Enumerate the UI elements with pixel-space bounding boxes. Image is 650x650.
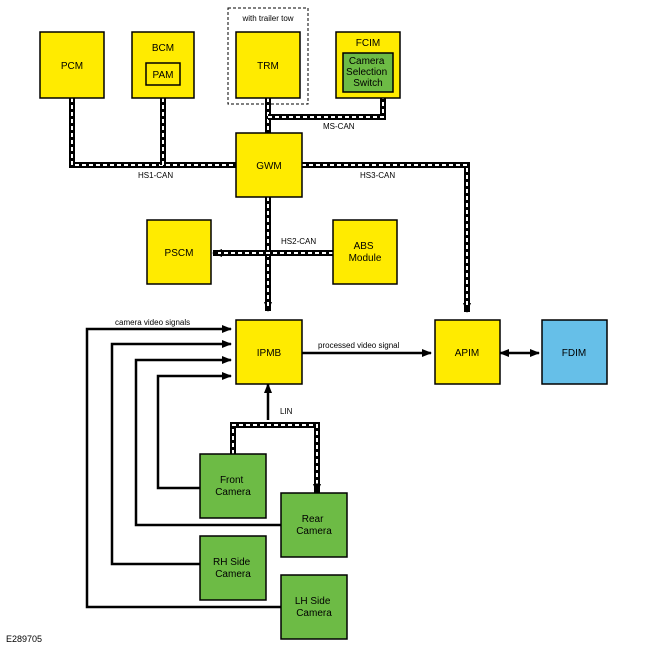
pcm-label: PCM bbox=[61, 61, 83, 72]
trm-module: with trailer tow TRM bbox=[227, 7, 309, 105]
ms-can-label: MS-CAN bbox=[323, 122, 355, 131]
rh-camera-label: RH Side Camera bbox=[213, 557, 253, 580]
fdim-box bbox=[541, 319, 608, 385]
rh-camera-box bbox=[199, 535, 267, 601]
bus-lines bbox=[69, 98, 471, 494]
rear-camera-video-line bbox=[134, 356, 281, 527]
ipmb-box bbox=[235, 319, 303, 385]
ipmb-label: IPMB bbox=[257, 348, 282, 359]
hs3-can-bus bbox=[302, 162, 471, 313]
apim-box bbox=[434, 319, 501, 385]
gwm-box bbox=[235, 132, 303, 198]
trm-label: TRM bbox=[257, 61, 279, 72]
bcm-module: BCM PAM bbox=[131, 31, 195, 99]
pscm-box bbox=[146, 219, 212, 285]
rh-camera-module: RH Side Camera bbox=[199, 535, 267, 601]
signal-lines bbox=[85, 325, 540, 609]
lh-camera-label: LH Side Camera bbox=[295, 596, 333, 619]
fcim-label: FCIM bbox=[356, 38, 380, 49]
rh-camera-video-line bbox=[110, 340, 232, 566]
trm-box bbox=[235, 31, 301, 99]
hs3-can-label: HS3-CAN bbox=[360, 171, 395, 180]
abs-box bbox=[332, 219, 398, 285]
fdim-label: FDIM bbox=[562, 348, 586, 359]
camera-switch-box bbox=[342, 52, 394, 93]
lh-camera-video-line bbox=[85, 325, 281, 609]
lin-bus bbox=[230, 383, 321, 494]
lin-label: LIN bbox=[280, 407, 293, 416]
camera-switch-label: Camera Selection Switch bbox=[346, 56, 390, 89]
lh-camera-box bbox=[280, 574, 348, 640]
fcim-module: FCIM Camera Selection Switch bbox=[335, 31, 401, 99]
hs2-can-label: HS2-CAN bbox=[281, 237, 316, 246]
rear-camera-module: Rear Camera bbox=[280, 492, 348, 558]
apim-module: APIM bbox=[434, 319, 501, 385]
pscm-label: PSCM bbox=[165, 248, 194, 259]
bcm-label: BCM bbox=[152, 43, 174, 54]
rear-camera-box bbox=[280, 492, 348, 558]
reference-code: E289705 bbox=[6, 634, 42, 644]
front-camera-video-line bbox=[156, 372, 232, 490]
trailer-tow-note: with trailer tow bbox=[241, 14, 293, 23]
hs1-can-label: HS1-CAN bbox=[138, 171, 173, 180]
pcm-module: PCM bbox=[39, 31, 105, 99]
hs2-can-bus bbox=[212, 197, 333, 312]
pscm-module: PSCM bbox=[146, 219, 212, 285]
pcm-box bbox=[39, 31, 105, 99]
trailer-tow-dashed-box bbox=[227, 7, 309, 105]
pam-box bbox=[145, 62, 181, 86]
processed-video-signal-label: processed video signal bbox=[318, 341, 400, 350]
hs1-can-bus bbox=[69, 98, 240, 168]
front-camera-box bbox=[199, 453, 267, 519]
pam-label: PAM bbox=[153, 70, 174, 81]
rear-camera-label: Rear Camera bbox=[296, 514, 332, 537]
front-camera-module: Front Camera bbox=[199, 453, 267, 519]
abs-label: ABS Module bbox=[349, 241, 382, 264]
apim-label: APIM bbox=[455, 348, 479, 359]
gwm-label: GWM bbox=[256, 161, 282, 172]
gwm-module: GWM bbox=[235, 132, 303, 198]
fdim-module: FDIM bbox=[541, 319, 608, 385]
lh-camera-module: LH Side Camera bbox=[280, 574, 348, 640]
front-camera-label: Front Camera bbox=[215, 475, 251, 498]
ipmb-module: IPMB bbox=[235, 319, 303, 385]
camera-video-signals-label: camera video signals bbox=[115, 318, 190, 327]
abs-module: ABS Module bbox=[332, 219, 398, 285]
